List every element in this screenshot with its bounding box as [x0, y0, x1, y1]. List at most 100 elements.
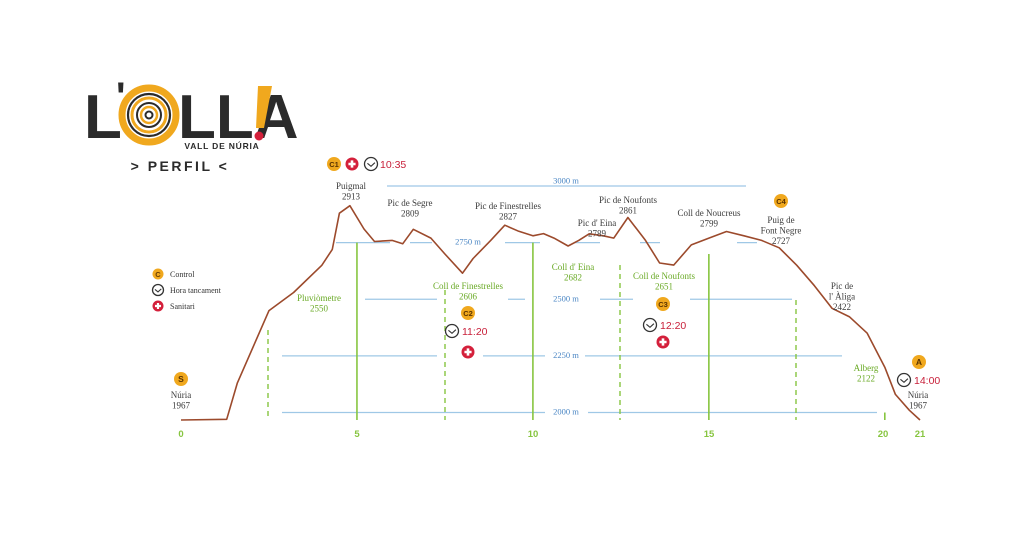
logo-apostrophe: '	[116, 75, 126, 119]
clock-hands	[646, 323, 655, 329]
logo-subtitle: VALL DE NÚRIA	[184, 140, 259, 151]
checkpoint-badge-label: C2	[463, 309, 473, 318]
reference-line: 2750 m	[336, 237, 757, 247]
clock-face	[444, 323, 460, 339]
checkpoint-badge	[461, 306, 475, 320]
checkpoint-c3: C3 12:20	[642, 297, 686, 349]
reference-line-label: 3000 m	[553, 176, 579, 186]
checkpoint-s: S	[174, 372, 188, 386]
logo-exclamation-bar	[256, 86, 272, 128]
checkpoint-badge	[327, 157, 341, 171]
clock-icon	[363, 156, 379, 172]
peak-elevation: 2422	[833, 302, 851, 312]
peak-elevation: 2809	[401, 209, 420, 219]
pass-name: Coll de Finestrelles	[433, 281, 503, 291]
clock-icon	[896, 372, 912, 388]
red-cross-icon	[656, 335, 670, 349]
peak-elevation: 1967	[172, 401, 191, 411]
pass-name: Coll d' Eina	[552, 262, 595, 272]
cross-mark	[659, 338, 667, 346]
peak-elevation: 2861	[619, 206, 637, 216]
pass-name: Alberg	[854, 363, 879, 373]
checkpoint-badge	[912, 355, 926, 369]
legend-item: C Control	[152, 268, 195, 280]
legend-label: Control	[170, 270, 195, 279]
checkpoint-badge-label: A	[916, 357, 922, 367]
clock-icon	[151, 283, 165, 297]
clock-face	[151, 283, 165, 297]
checkpoint-badge	[774, 194, 788, 208]
logo-o-mark	[118, 84, 180, 146]
checkpoint-badge-label: C1	[329, 160, 339, 169]
reference-line: 2500 m	[365, 293, 792, 303]
pass-elevation: 2651	[655, 282, 673, 292]
peak-name: Pic d' Eina	[578, 218, 617, 228]
reference-line: 3000 m	[387, 176, 746, 187]
pass-name: Pluviòmetre	[297, 293, 341, 303]
closing-time: 11:20	[462, 326, 488, 338]
logo-exclamation-dot	[254, 131, 264, 141]
clock-face	[363, 156, 379, 172]
red-cross-icon	[461, 345, 475, 359]
reference-line: 2000 m	[282, 407, 877, 417]
peak-elevation: 2799	[700, 219, 719, 229]
reference-line-label: 2500 m	[553, 293, 579, 303]
clock-icon	[642, 317, 658, 333]
logo-o-ring	[126, 92, 172, 138]
checkpoint-c4: C4	[774, 194, 788, 208]
x-tick-label: 10	[528, 429, 539, 440]
checkpoint-badge	[174, 372, 188, 386]
legend-label: Sanitari	[170, 302, 196, 311]
closing-time: 14:00	[914, 375, 940, 387]
clock-hands	[154, 288, 162, 293]
peak-elevation: 2727	[772, 236, 791, 246]
checkpoint-badge	[656, 297, 670, 311]
legend-item: Sanitari	[152, 300, 196, 312]
checkpoint-badge-label: C3	[658, 300, 668, 309]
x-tick-label: 20	[878, 429, 889, 440]
pass-elevation: 2606	[459, 292, 478, 302]
peak-name: Núria	[908, 390, 929, 400]
peak-elevation: 2789	[588, 229, 607, 239]
logo-letters-lla: LLA	[178, 83, 299, 152]
peak-name: Pic de Finestrelles	[475, 201, 541, 211]
red-cross-icon	[345, 157, 359, 171]
pass-elevation: 2550	[310, 304, 329, 314]
checkpoint-badge-label: S	[178, 374, 184, 384]
clock-face	[896, 372, 912, 388]
legend-label: Hora tancament	[170, 286, 222, 295]
logo-o-ring	[118, 84, 180, 146]
clock-hands	[367, 162, 376, 168]
peak-name: Pic de	[831, 281, 853, 291]
reference-line-label: 2750 m	[455, 237, 481, 247]
x-tick-label: 0	[178, 429, 183, 440]
reference-line-label: 2250 m	[553, 350, 579, 360]
closing-time: 12:20	[660, 320, 686, 332]
legend-item: Hora tancament	[151, 283, 222, 297]
checkpoint-c2: C2 11:20	[444, 306, 488, 359]
clock-hands	[448, 329, 457, 335]
pass-name: Coll de Noufonts	[633, 271, 695, 281]
peak-elevation: 2827	[499, 212, 518, 222]
legend-badge-letter: C	[155, 270, 161, 279]
reference-line-label: 2000 m	[553, 407, 579, 417]
page-title: > PERFIL <	[131, 158, 230, 174]
checkpoint-badge-label: C4	[776, 197, 786, 206]
reference-line: 2250 m	[282, 350, 842, 360]
